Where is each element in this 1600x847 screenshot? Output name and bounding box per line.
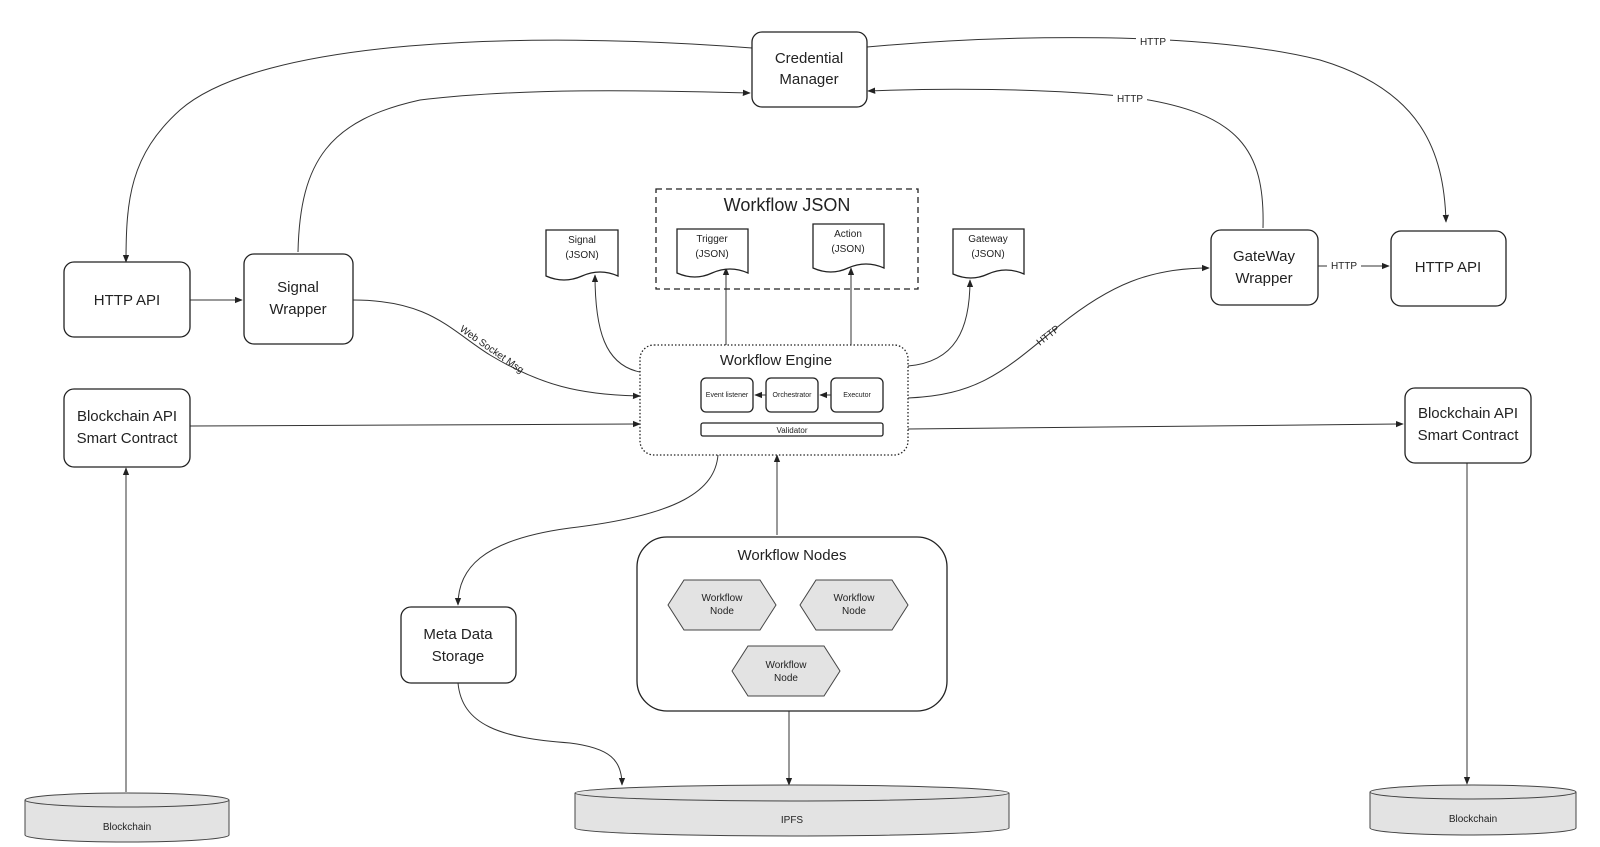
- signal-wrapper-label-1: Signal: [277, 279, 319, 296]
- trigger-json-label-2: (JSON): [695, 249, 728, 260]
- action-json-doc[interactable]: Action (JSON): [812, 223, 885, 273]
- http-api-left-box[interactable]: HTTP API: [63, 261, 191, 338]
- http-api-right-box[interactable]: HTTP API: [1390, 230, 1507, 307]
- orchestrator-label: Orchestrator: [773, 392, 813, 399]
- workflow-nodes-container[interactable]: Workflow Nodes Workflow Node Workflow No…: [636, 536, 948, 712]
- edge-gateway-to-credential: [867, 87, 1264, 229]
- meta-data-storage-label-2: Storage: [432, 648, 485, 665]
- edge-engine-to-gateway-wrapper: [907, 264, 1210, 399]
- blockchain-api-left-box[interactable]: Blockchain API Smart Contract: [63, 388, 191, 468]
- event-listener-box[interactable]: Event listener: [700, 377, 754, 413]
- workflow-engine-box[interactable]: Workflow Engine Event listener Orchestra…: [639, 344, 909, 456]
- edge-engine-to-blockchain-api-right: [907, 420, 1404, 430]
- gateway-wrapper-label-1: GateWay: [1233, 248, 1295, 265]
- signal-json-label-2: (JSON): [565, 250, 598, 261]
- workflow-node-3-label-2: Node: [774, 673, 798, 684]
- action-json-label-2: (JSON): [831, 244, 864, 255]
- gateway-json-label-2: (JSON): [971, 249, 1004, 260]
- ipfs-label: IPFS: [781, 815, 804, 826]
- signal-json-doc[interactable]: Signal (JSON): [545, 229, 619, 281]
- signal-json-label-1: Signal: [568, 235, 596, 246]
- workflow-node-2-label-1: Workflow: [834, 593, 876, 604]
- edge-label-web-socket: Web Socket Msg: [457, 324, 525, 376]
- edge-label-http-gateway-cred: HTTP: [1117, 94, 1143, 105]
- workflow-node-2-label-2: Node: [842, 606, 866, 617]
- workflow-json-container: Workflow JSON: [655, 188, 919, 290]
- meta-data-storage-label-1: Meta Data: [423, 626, 493, 643]
- gateway-json-label-1: Gateway: [968, 234, 1007, 245]
- workflow-node-3[interactable]: Workflow Node: [731, 645, 841, 697]
- event-listener-label: Event listener: [706, 392, 749, 399]
- orchestrator-box[interactable]: Orchestrator: [765, 377, 819, 413]
- executor-label: Executor: [843, 392, 871, 399]
- blockchain-api-right-box[interactable]: Blockchain API Smart Contract: [1404, 387, 1532, 464]
- edge-label-http-engine-gateway: HTTP: [1035, 323, 1063, 348]
- edge-signal-wrapper-to-engine: [352, 299, 641, 400]
- workflow-engine-title: Workflow Engine: [720, 352, 832, 369]
- validator-label: Validator: [777, 426, 808, 435]
- meta-data-storage-box[interactable]: Meta Data Storage: [400, 606, 517, 684]
- workflow-node-1-label-2: Node: [710, 606, 734, 617]
- blockchain-api-right-label-1: Blockchain API: [1418, 405, 1518, 422]
- blockchain-right-label: Blockchain: [1449, 814, 1497, 825]
- blockchain-left-label: Blockchain: [103, 822, 151, 833]
- edge-labels: HTTP HTTP HTTP HTTP Web Socket Msg: [457, 35, 1361, 376]
- blockchain-api-left-label-1: Blockchain API: [77, 408, 177, 425]
- http-api-right-label: HTTP API: [1415, 259, 1481, 276]
- workflow-node-1[interactable]: Workflow Node: [667, 579, 777, 631]
- credential-manager-label-1: Credential: [775, 50, 843, 67]
- trigger-json-label-1: Trigger: [696, 234, 728, 245]
- http-api-left-label: HTTP API: [94, 292, 160, 309]
- gateway-wrapper-label-2: Wrapper: [1235, 270, 1292, 287]
- workflow-nodes-title: Workflow Nodes: [738, 547, 847, 564]
- edge-credential-to-http-api-left: [122, 39, 753, 263]
- gateway-wrapper-box[interactable]: GateWay Wrapper: [1210, 229, 1319, 306]
- blockchain-right-cylinder[interactable]: Blockchain: [1369, 784, 1577, 836]
- blockchain-api-right-label-2: Smart Contract: [1418, 427, 1520, 444]
- edge-meta-data-to-ipfs: [457, 682, 626, 786]
- credential-manager-label-2: Manager: [779, 71, 838, 88]
- signal-wrapper-label-2: Wrapper: [269, 301, 326, 318]
- gateway-json-doc[interactable]: Gateway (JSON): [952, 228, 1025, 279]
- validator-bar[interactable]: Validator: [700, 422, 884, 437]
- workflow-node-1-label-1: Workflow: [702, 593, 744, 604]
- edge-label-http-top: HTTP: [1140, 37, 1166, 48]
- action-json-label-1: Action: [834, 229, 862, 240]
- connectors: [122, 37, 1471, 792]
- workflow-node-2[interactable]: Workflow Node: [799, 579, 909, 631]
- workflow-json-title: Workflow JSON: [724, 195, 851, 215]
- edge-engine-to-gateway-json: [907, 279, 974, 367]
- edge-signal-wrapper-to-credential: [297, 89, 751, 253]
- blockchain-left-cylinder[interactable]: Blockchain: [24, 792, 230, 843]
- edge-credential-to-http-api-right: [866, 37, 1449, 223]
- blockchain-api-left-label-2: Smart Contract: [77, 430, 179, 447]
- trigger-json-doc[interactable]: Trigger (JSON): [676, 228, 749, 278]
- signal-wrapper-box[interactable]: Signal Wrapper: [243, 253, 354, 345]
- executor-box[interactable]: Executor: [830, 377, 884, 413]
- edge-engine-to-meta-data: [454, 454, 719, 606]
- edge-blockchain-api-left-to-engine: [189, 420, 641, 428]
- edge-engine-to-signal-json: [591, 274, 641, 373]
- credential-manager-box[interactable]: Credential Manager: [751, 31, 868, 108]
- ipfs-cylinder[interactable]: IPFS: [574, 784, 1010, 837]
- workflow-node-3-label-1: Workflow: [766, 660, 808, 671]
- edge-label-http-gateway-api: HTTP: [1331, 261, 1357, 272]
